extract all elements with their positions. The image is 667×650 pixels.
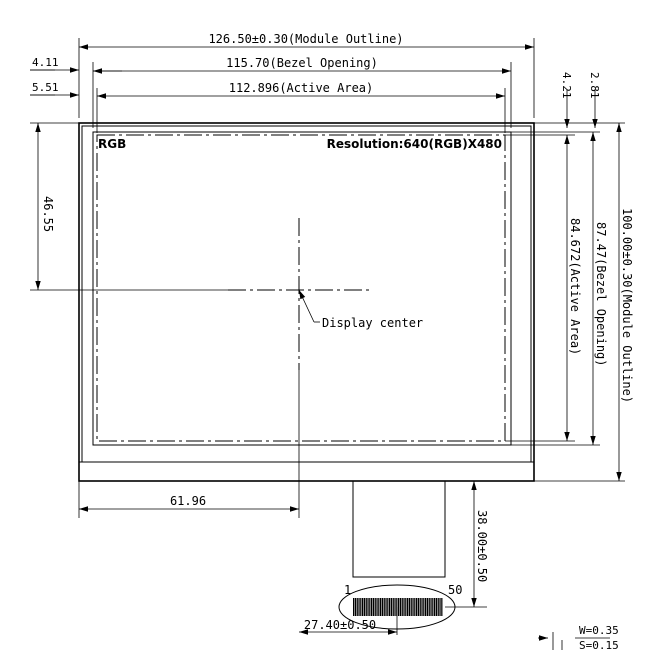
label-module-outline-height: 100.00±0.30(Module Outline)	[620, 208, 634, 403]
label-offset-4-21: 4.21	[560, 72, 573, 99]
fpc-pin	[421, 598, 423, 616]
fpc-pin	[428, 598, 430, 616]
fpc-pin	[360, 598, 362, 616]
fpc-pin	[378, 598, 380, 616]
fpc-pin	[408, 598, 411, 616]
fpc-pin	[367, 598, 369, 616]
active-area	[96, 134, 506, 442]
label-bezel-opening-height: 87.47(Bezel Opening)	[594, 222, 608, 367]
label-bezel-opening-width: 115.70(Bezel Opening)	[226, 56, 378, 70]
label-fpc-offset: 27.40±0.50	[304, 618, 376, 632]
fpc-pin	[380, 598, 382, 616]
fpc-pin	[353, 598, 355, 616]
label-pin-last: 50	[448, 583, 462, 597]
label-offset-4-11: 4.11	[32, 56, 59, 69]
fpc-pin	[434, 598, 436, 616]
fpc-pin	[414, 598, 416, 616]
label-fpc-length: 38.00±0.50	[475, 510, 489, 582]
fpc-pin	[372, 598, 375, 616]
fpc-pin	[389, 598, 391, 616]
fpc-pin	[423, 598, 425, 616]
fpc-pin	[419, 598, 421, 616]
fpc-pin	[401, 598, 403, 616]
fpc-pin	[425, 598, 427, 616]
fpc-pin	[363, 598, 366, 616]
display-center-leader	[298, 289, 315, 323]
fpc-pin	[369, 598, 371, 616]
fpc-pin	[441, 598, 443, 616]
label-active-area-width: 112.896(Active Area)	[229, 81, 374, 95]
panel-frame	[81, 125, 532, 463]
fpc-pin	[403, 598, 405, 616]
fpc-pin	[362, 598, 364, 616]
label-pin-width: W=0.35	[579, 624, 619, 637]
fpc-pin	[430, 598, 432, 616]
label-offset-5-51: 5.51	[32, 81, 59, 94]
fpc-pin	[387, 598, 389, 616]
fpc-pin	[381, 598, 384, 616]
fpc-pin	[437, 598, 439, 616]
fpc-pin	[405, 598, 407, 616]
fpc-pin	[374, 598, 376, 616]
label-offset-2-81: 2.81	[588, 72, 601, 99]
label-display-center: Display center	[322, 316, 423, 330]
fpc-pin	[417, 598, 420, 616]
label-center-vertical: 46.55	[41, 196, 55, 232]
module-outline	[78, 122, 535, 482]
fpc-pin	[416, 598, 418, 616]
fpc-pin	[354, 598, 357, 616]
fpc-pin	[365, 598, 367, 616]
fpc-pin	[435, 598, 438, 616]
fpc-pin	[371, 598, 373, 616]
fpc-pin	[383, 598, 385, 616]
bezel-opening	[92, 131, 512, 446]
fpc-pin	[432, 598, 434, 616]
label-pin-space: S=0.15	[579, 639, 619, 650]
fpc-pin	[376, 598, 378, 616]
fpc-pin	[398, 598, 400, 616]
fpc-pin	[399, 598, 402, 616]
label-resolution: Resolution:640(RGB)X480	[327, 137, 502, 151]
fpc-pin	[356, 598, 358, 616]
fpc-pin	[410, 598, 412, 616]
fpc-pin	[390, 598, 393, 616]
label-rgb: RGB	[98, 137, 126, 151]
fpc-pin	[358, 598, 360, 616]
fpc-pin	[426, 598, 429, 616]
fpc-pin	[407, 598, 409, 616]
fpc-pin	[385, 598, 387, 616]
fpc-pins	[353, 598, 443, 616]
label-module-outline-width: 126.50±0.30(Module Outline)	[208, 32, 403, 46]
fpc-pin	[394, 598, 396, 616]
fpc-pin	[412, 598, 414, 616]
label-active-area-height: 84.672(Active Area)	[568, 218, 582, 355]
label-pin-first: 1	[344, 583, 351, 597]
fpc-tail	[352, 480, 446, 578]
label-center-horizontal: 61.96	[170, 494, 206, 508]
fpc-pin	[439, 598, 441, 616]
fpc-pin	[392, 598, 394, 616]
